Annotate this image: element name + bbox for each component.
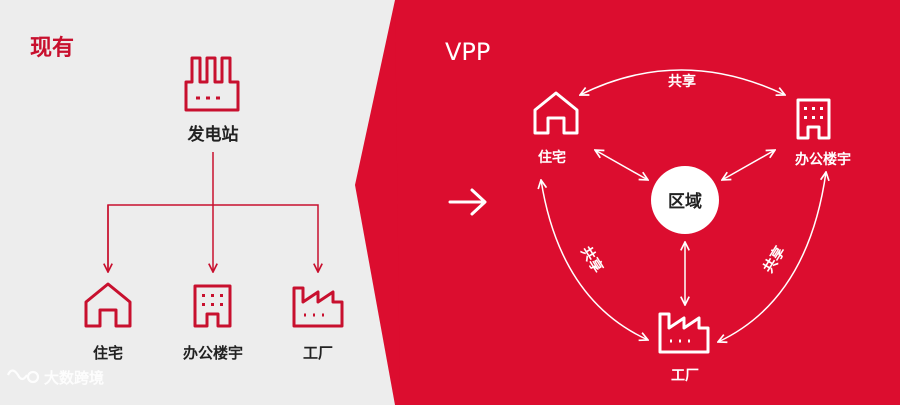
arrow-right-icon [448, 188, 487, 216]
right-panel-title: VPP [445, 38, 490, 66]
node-label-factory: 工厂 [671, 368, 699, 384]
left-panel-title: 现有 [30, 35, 74, 61]
source-node-label: 发电站 [187, 124, 239, 145]
power-plant-icon [184, 56, 240, 112]
distribution-lines [108, 152, 318, 272]
office-building-icon [193, 284, 232, 328]
target-label-house: 住宅 [93, 344, 123, 362]
factory-icon [658, 312, 710, 354]
center-links [595, 150, 775, 305]
node-label-house: 住宅 [538, 149, 566, 166]
brand-logo-icon [6, 369, 40, 384]
house-icon [84, 282, 132, 328]
target-label-office: 办公楼宇 [183, 344, 243, 362]
share-label-top: 共享 [668, 73, 696, 90]
factory-icon [292, 286, 344, 328]
share-ring [541, 69, 826, 342]
house-icon [533, 91, 579, 135]
center-node-label: 区域 [668, 191, 702, 212]
target-label-factory: 工厂 [303, 344, 333, 362]
center-node-circle [651, 166, 719, 234]
office-building-icon [796, 98, 831, 140]
watermark-text: 大数跨境 [44, 369, 104, 387]
node-label-office: 办公楼宇 [795, 151, 851, 168]
